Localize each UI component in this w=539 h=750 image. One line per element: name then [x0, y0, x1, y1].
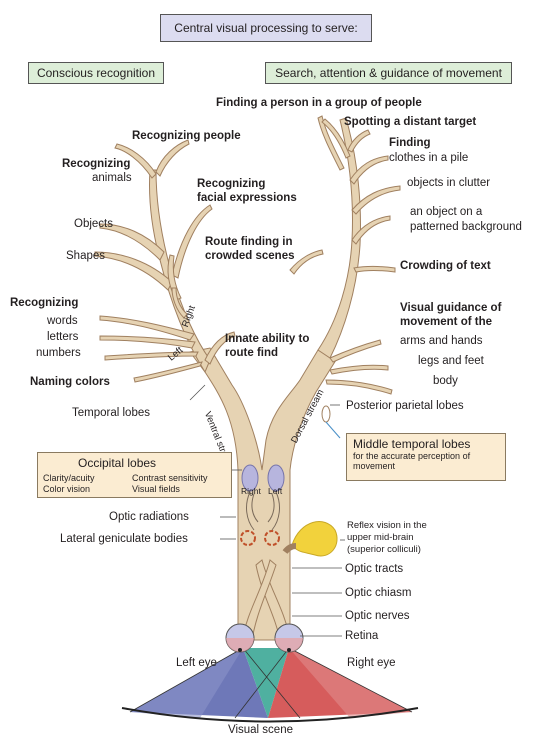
label-facial-expressions: facial expressions [197, 192, 297, 204]
label-object-on-a: an object on a [410, 206, 483, 218]
label-recognizing-words: Recognizing [10, 297, 79, 309]
label-right-eye: Right eye [347, 657, 396, 669]
field-left-overlay [130, 648, 243, 718]
middle-temporal-title: Middle temporal lobes [353, 437, 471, 451]
tree-trunk [189, 347, 337, 641]
label-visual-scene: Visual scene [228, 724, 293, 736]
occipital-clarity: Clarity/acuity [43, 473, 95, 483]
optic-radiations [246, 491, 280, 531]
label-lateral-geniculate: Lateral geniculate bodies [60, 533, 188, 545]
occipital-color: Color vision [43, 484, 91, 494]
label-finding: Finding [389, 137, 431, 149]
label-innate-2: route find [225, 347, 279, 359]
label-objects-clutter: objects in clutter [407, 177, 491, 189]
label-reflex-2: upper mid-brain [347, 532, 414, 543]
search-attention-heading: Search, attention & guidance of movement [275, 66, 502, 80]
label-naming-colors: Naming colors [30, 376, 110, 388]
label-retina: Retina [345, 630, 379, 642]
label-visual-guidance-2: movement of the [400, 316, 493, 328]
label-letters: letters [47, 331, 79, 343]
page-title: Central visual processing to serve: [174, 21, 358, 35]
label-words: words [47, 315, 78, 327]
label-left-eye: Left eye [176, 657, 217, 669]
label-finding-person: Finding a person in a group of people [216, 97, 422, 109]
superior-colliculus [282, 521, 338, 557]
label-route-finding-2: crowded scenes [205, 250, 295, 262]
label-optic-radiations: Optic radiations [109, 511, 189, 523]
leader-lines [220, 516, 345, 637]
conscious-recognition-heading: Conscious recognition [36, 66, 156, 80]
visual-field [121, 647, 419, 723]
lateral-geniculate-bodies [240, 530, 280, 546]
visual-scene-arc [121, 707, 419, 723]
label-recognizing-facial: Recognizing [197, 178, 266, 190]
title-box: Central visual processing to serve: [160, 14, 372, 42]
occipital-lobes [232, 464, 285, 492]
middle-temporal-marker [189, 384, 341, 439]
label-route-finding-1: Route finding in [205, 236, 293, 248]
label-crowding: Crowding of text [400, 260, 491, 272]
label-arms: arms and hands [400, 335, 483, 347]
label-posterior-parietal: Posterior parietal lobes [346, 400, 464, 412]
occipital-box: Occipital lobes Clarity/acuity Color vis… [37, 452, 232, 498]
label-legs: legs and feet [418, 355, 484, 367]
processing-tree [94, 115, 401, 641]
label-reflex-3: (superior colliculi) [347, 544, 421, 555]
label-numbers: numbers [36, 347, 81, 359]
middle-temporal-line2: movement [353, 461, 396, 471]
occipital-right-label: Right [241, 486, 261, 496]
field-right-overlay [289, 648, 412, 718]
label-animals: animals [92, 172, 132, 184]
label-optic-chiasm: Optic chiasm [345, 587, 412, 599]
label-shapes: Shapes [66, 250, 106, 262]
label-reflex-1: Reflex vision in the [347, 520, 427, 531]
label-clothes: clothes in a pile [389, 152, 469, 164]
label-innate-1: Innate ability to [225, 333, 310, 345]
occipital-contrast: Contrast sensitivity [132, 473, 208, 483]
occipital-left-label: Left [268, 486, 283, 496]
label-visual-guidance-1: Visual guidance of [400, 302, 502, 314]
label-optic-nerves: Optic nerves [345, 610, 410, 622]
label-spotting: Spotting a distant target [344, 116, 477, 128]
label-body: body [433, 375, 458, 387]
label-temporal-lobes: Temporal lobes [72, 407, 150, 419]
occipital-title: Occipital lobes [78, 456, 157, 470]
middle-temporal-box: Middle temporal lobes for the accurate p… [346, 433, 506, 481]
field-teal [243, 648, 289, 718]
label-objects: Objects [74, 218, 113, 230]
middle-temporal-line1: for the accurate perception of [353, 451, 471, 461]
eyes [225, 623, 304, 653]
label-patterned: patterned background [410, 221, 522, 233]
conscious-recognition-box: Conscious recognition [28, 62, 164, 84]
occipital-fields: Visual fields [132, 484, 180, 494]
search-attention-box: Search, attention & guidance of movement [265, 62, 512, 84]
dorsal-main-branch [317, 117, 361, 359]
label-recognizing: Recognizing [62, 158, 131, 170]
label-optic-tracts: Optic tracts [345, 563, 404, 575]
label-recognizing-people: Recognizing people [132, 130, 241, 142]
